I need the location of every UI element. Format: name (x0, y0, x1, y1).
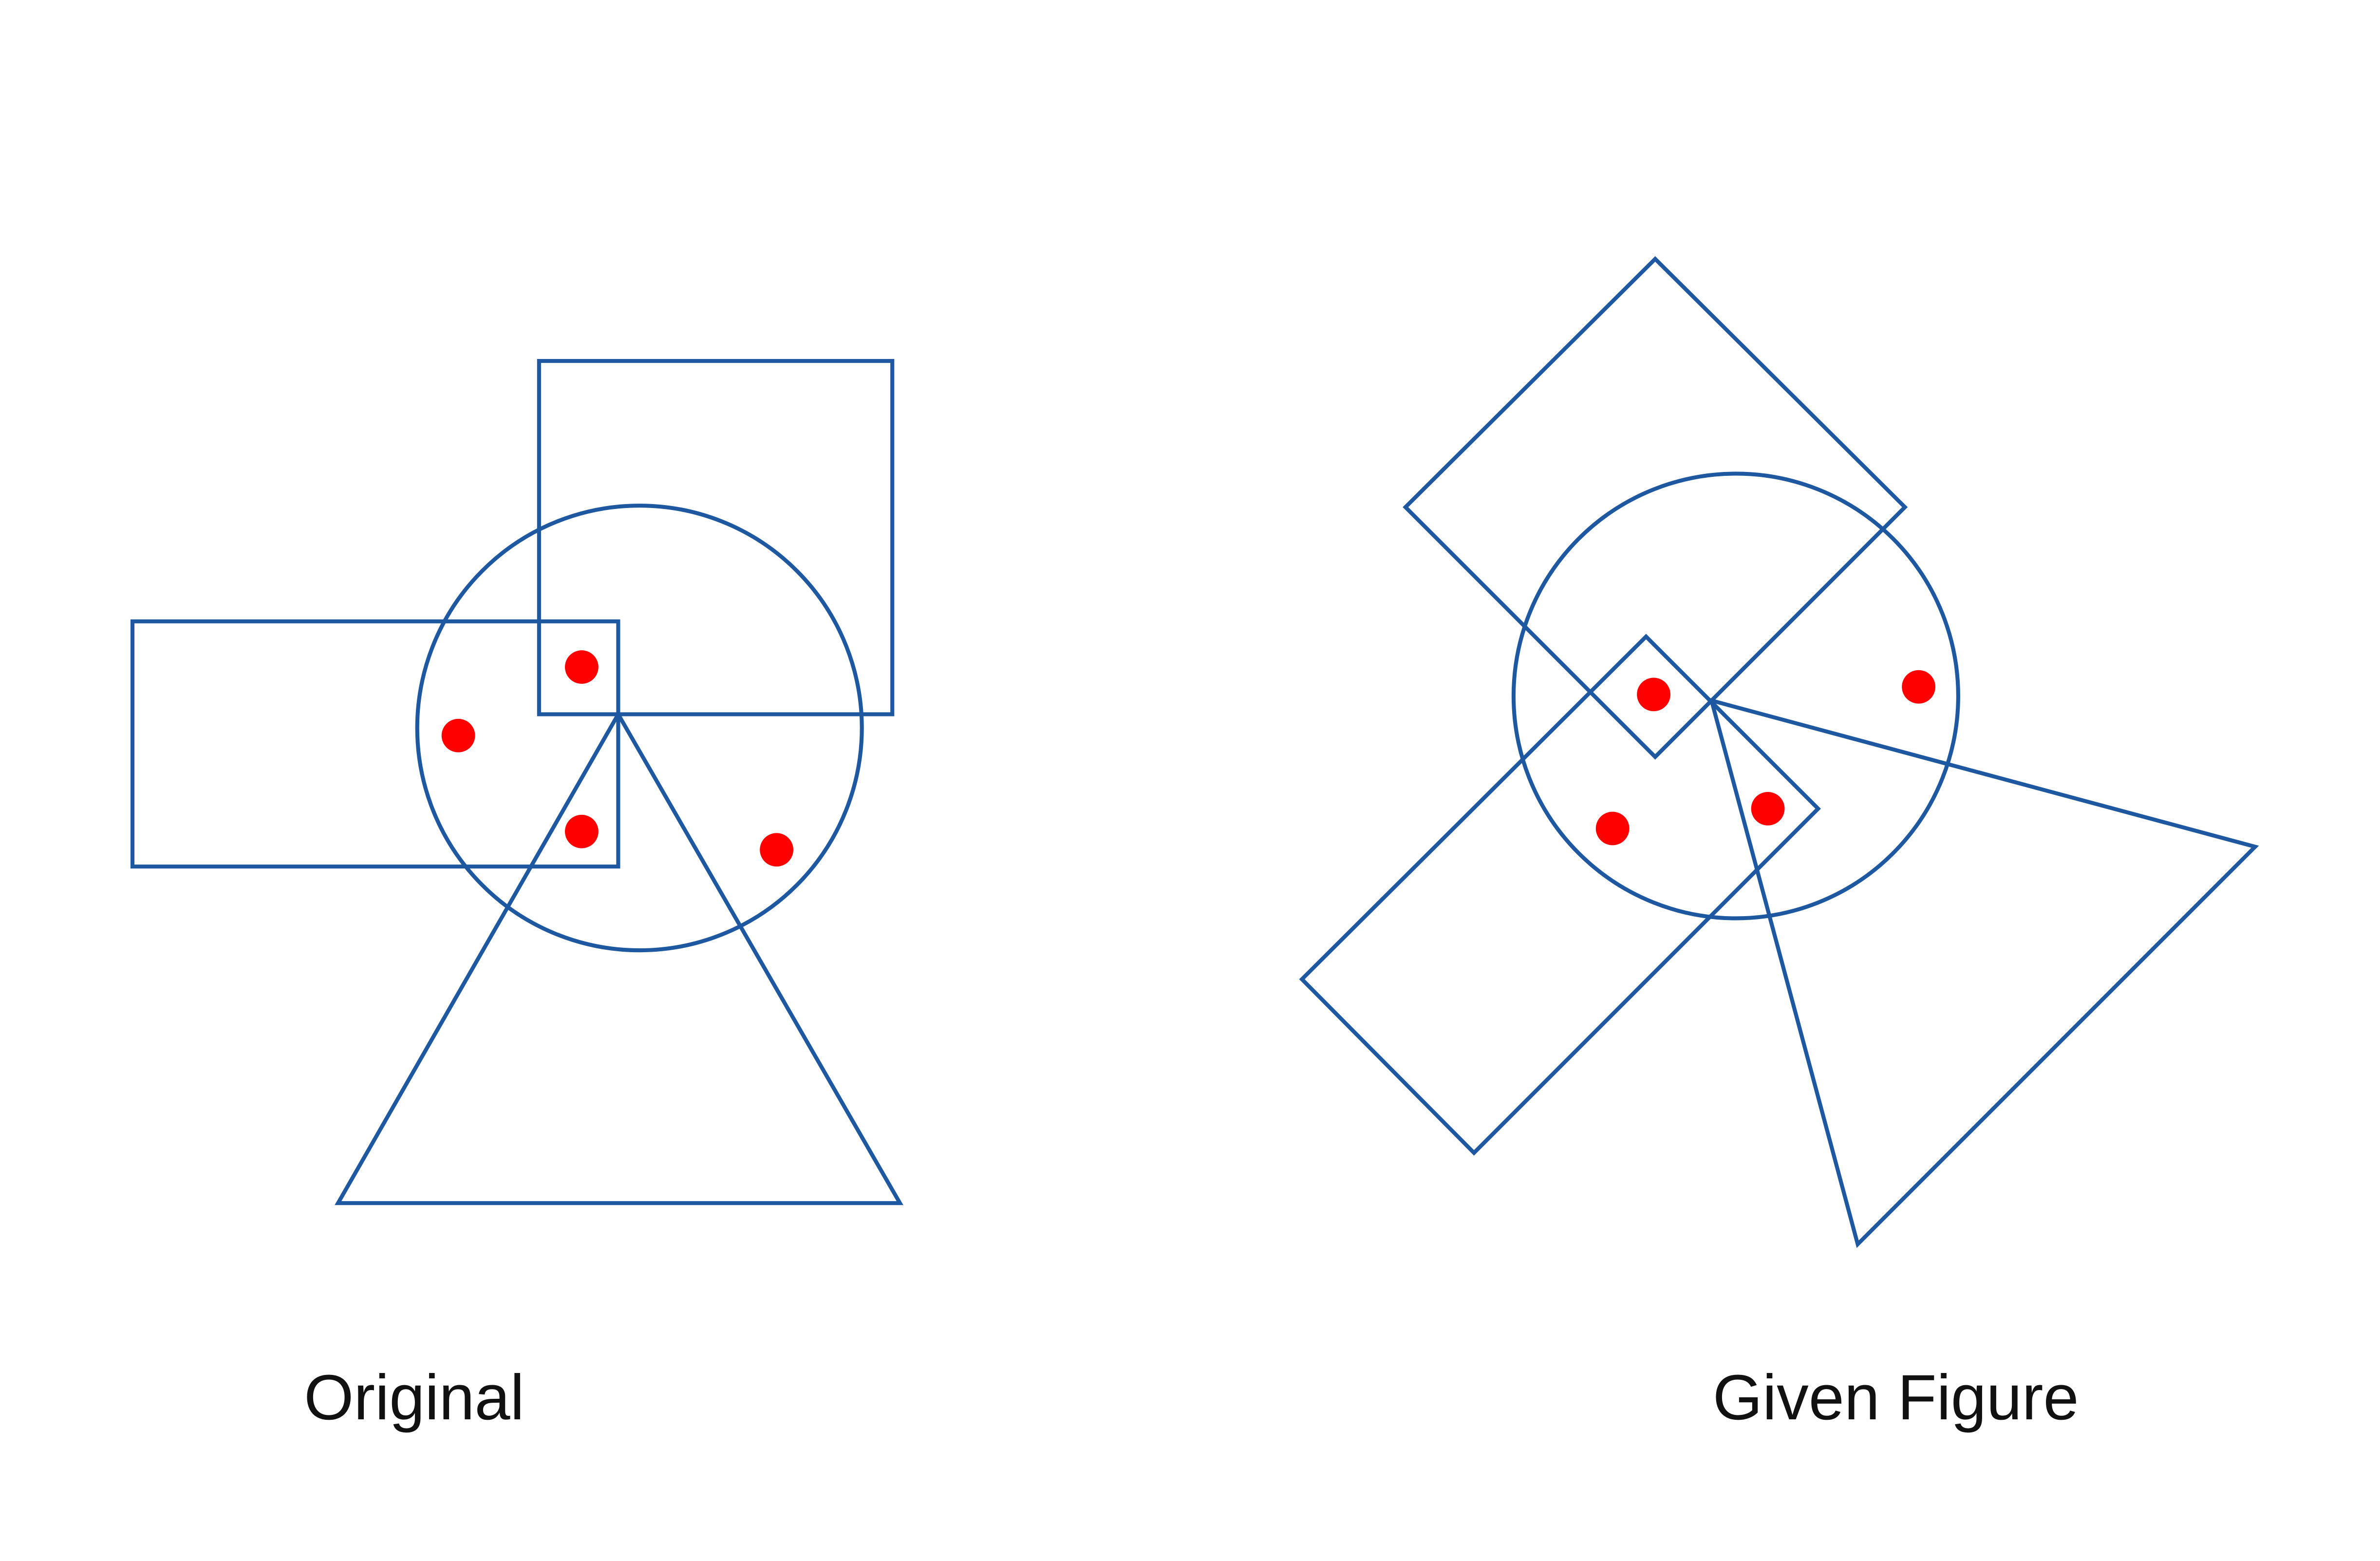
original-dot (564, 650, 599, 684)
given-figure-label: Given Figure (1713, 1361, 2079, 1433)
given-circle (1511, 471, 1960, 921)
original-triangle (335, 710, 903, 1205)
given-square (1403, 256, 1908, 760)
original-figure: Original (130, 359, 903, 1433)
original-dot (760, 833, 793, 867)
given-dot (1751, 791, 1785, 826)
given-dot (1637, 677, 1670, 712)
original-dot (441, 718, 475, 752)
given-figure: Given Figure (1299, 256, 2259, 1433)
original-square (537, 359, 895, 716)
original-dot (564, 814, 599, 848)
original-circle (415, 504, 864, 953)
original-rectangle (130, 619, 620, 869)
given-rectangle (1299, 634, 1821, 1156)
given-triangle (1708, 697, 2259, 1248)
given-dot (1902, 670, 1936, 704)
given-dot (1595, 811, 1630, 846)
original-label: Original (304, 1361, 524, 1433)
